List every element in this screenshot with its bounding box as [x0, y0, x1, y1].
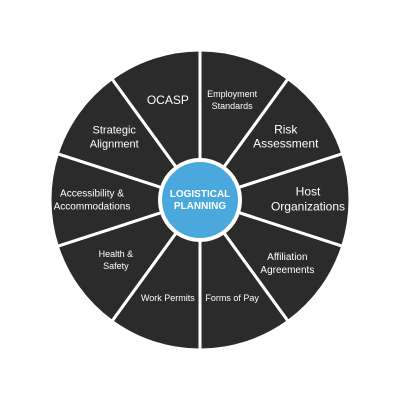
wheel-segment-9 [55, 77, 202, 202]
hub-circle [158, 158, 242, 242]
segment-label-line: Affiliation [267, 252, 307, 263]
segment-label-line: Assessment [253, 137, 319, 151]
segment-label-line: Health & [99, 250, 134, 260]
wheel-segment-5 [198, 198, 290, 352]
segment-label-line: Employment [207, 89, 258, 99]
wheel-segment-4 [198, 198, 345, 323]
segment-label-line: Agreements [260, 265, 314, 276]
segment-label-line: Host [296, 185, 321, 199]
segment-label-7: Health & Safety [99, 250, 134, 272]
wheel-segment-2 [198, 77, 345, 202]
segment-label-8: Accessibility & Accommodations [54, 188, 131, 212]
segment-label-line: OCASP [147, 93, 189, 107]
segment-label-line: Organizations [271, 200, 345, 214]
segment-label-line: Forms of Pay [205, 293, 259, 303]
segment-label-line: Strategic [93, 125, 137, 137]
segment-label-5: Forms of Pay [205, 293, 259, 303]
segment-label-line: Safety [103, 262, 129, 272]
segment-label-line: Standards [212, 101, 254, 111]
wheel-segment-7 [55, 198, 202, 323]
segment-label-line: Risk [274, 123, 298, 137]
wheel-segment-8 [48, 152, 202, 248]
segment-label-line: Accessibility & [60, 188, 124, 199]
segment-label-10: OCASP [147, 93, 189, 107]
segment-label-6: Work Permits [141, 293, 195, 303]
segments-group [48, 48, 352, 352]
wheel-segment-1 [198, 48, 290, 202]
hub-label-line: LOGISTICAL [170, 189, 231, 200]
hub-label-line: PLANNING [174, 201, 226, 212]
segment-label-line: Accommodations [54, 201, 131, 212]
segment-label-line: Work Permits [141, 293, 195, 303]
wheel-segment-10 [110, 48, 202, 202]
wheel-segment-3 [198, 152, 352, 248]
segment-label-line: Alignment [90, 139, 139, 151]
wheel-segment-6 [110, 198, 202, 352]
